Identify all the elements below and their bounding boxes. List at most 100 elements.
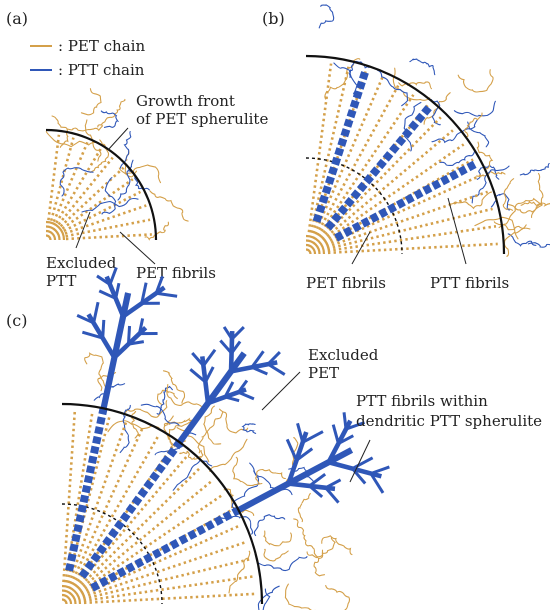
dendrite-branch: [140, 282, 148, 304]
panel-a-pet-fibrils: [45, 134, 152, 241]
pet-core-ring: [45, 225, 61, 241]
panel-b-pet-fibrils: [305, 63, 498, 255]
pet-chain: [297, 492, 311, 523]
panel-a-excluded-leader: [75, 211, 91, 249]
ptt-chain: [507, 233, 537, 247]
panel-a-growth-front: [45, 128, 158, 241]
panel-c-excluded-leader: [261, 371, 301, 411]
dendrite-branch: [345, 421, 366, 431]
dendrite-branch: [296, 422, 305, 443]
pet-fibril: [327, 224, 497, 253]
dendrite-branch: [267, 362, 286, 376]
pet-chain: [66, 125, 103, 132]
dendrite-branch: [204, 366, 215, 383]
dendrite-branch: [191, 351, 205, 367]
panel-a-excluded-line1: Excluded: [46, 254, 117, 272]
pet-fibril: [71, 435, 160, 586]
dendrite-branch: [302, 430, 324, 444]
pet-fibril: [326, 190, 489, 249]
panel-b-ptt-fibrils-leader: [447, 197, 467, 265]
pet-chain: [84, 352, 106, 388]
panel-b-ptt-fibrils: [312, 68, 480, 242]
pet-chain: [149, 190, 189, 222]
dendrite-branch: [76, 314, 95, 325]
panel-c-dendritic-ptt-spherulite: [76, 266, 390, 514]
dendrite-branch: [308, 472, 327, 488]
legend-pet-label: : PET chain: [58, 37, 145, 55]
panel-c-ptt-fibrils: [65, 407, 241, 592]
pet-core-ring: [61, 598, 68, 605]
ptt-fibril: [312, 68, 370, 223]
dendrite-branch: [230, 325, 245, 341]
dendrite-branch: [101, 319, 106, 339]
dendrite-branch: [295, 447, 314, 462]
dendrite-branch: [235, 447, 354, 514]
pet-core-ring: [305, 239, 321, 255]
pet-fibril: [320, 116, 442, 240]
pet-fibril: [83, 557, 252, 601]
panel-c-ptt-within-line1: PTT fibrils within: [356, 392, 488, 410]
panel-c-label: (c): [6, 311, 27, 330]
pet-chain: [293, 518, 319, 558]
pet-chain: [232, 456, 263, 487]
pet-fibril: [55, 148, 102, 224]
dendrite-branch: [219, 339, 233, 355]
dendrite-branch: [337, 434, 354, 445]
excluded-ptt-chain: [59, 167, 94, 197]
pet-chain: [89, 139, 110, 173]
pet-fibril: [309, 66, 350, 233]
pet-chain: [51, 115, 69, 148]
pet-chain: [107, 420, 160, 433]
pet-chain: [450, 191, 493, 210]
pet-chain: [218, 408, 249, 434]
pet-chain: [476, 141, 494, 170]
ptt-chain: [262, 588, 271, 610]
pet-chain: [97, 98, 126, 128]
excluded-ptt-chain: [117, 159, 134, 201]
pet-core-ring: [45, 220, 66, 241]
pet-fibril: [321, 129, 454, 241]
pet-chain: [474, 216, 519, 240]
ptt-fibril: [90, 506, 241, 592]
pet-chain: [197, 411, 224, 454]
dendrite-branch: [369, 472, 385, 494]
panel-a-fibrils-leader: [119, 231, 156, 265]
panel-a-growth-front-leader: [107, 127, 129, 151]
ptt-chain: [467, 121, 490, 148]
ptt-fibril: [324, 102, 434, 231]
panel-a-fibrils-label: PET fibrils: [136, 264, 216, 282]
panel-c-growth-front: [61, 402, 264, 605]
dendrite-branch: [324, 478, 342, 490]
ptt-chain: [140, 403, 180, 426]
ptt-chain: [431, 119, 478, 144]
ptt-chain: [377, 69, 409, 107]
pet-fibril: [317, 94, 415, 237]
dendrite-branch: [224, 395, 240, 403]
panel-b-diagram: PET fibrils PTT fibrils: [305, 4, 550, 292]
pet-chain: [464, 112, 483, 138]
dendrite-branch: [222, 326, 234, 340]
pet-core-ring: [61, 589, 77, 605]
pet-chain: [313, 549, 326, 577]
pet-fibril: [78, 479, 213, 592]
dendrite-branch: [328, 459, 382, 479]
ptt-chain: [527, 242, 550, 248]
dendrite-branch: [155, 291, 178, 298]
dendrite-branch: [96, 274, 111, 286]
ptt-chain: [258, 556, 308, 572]
panel-c-ptt-within-line2: dendritic PTT spherulite: [356, 412, 542, 430]
panel-c-ptt-within-leader: [349, 439, 371, 483]
ptt-fibril: [78, 439, 183, 579]
pet-core-ring: [305, 234, 326, 255]
ptt-chain: [231, 470, 260, 515]
pet-chain: [502, 178, 515, 211]
dendrite-branch: [137, 318, 145, 334]
pet-chain: [45, 131, 99, 148]
pet-core-ring: [45, 229, 57, 241]
panel-c-excluded-line1: Excluded: [308, 346, 379, 364]
pet-chain: [223, 488, 255, 516]
ptt-chain: [333, 62, 358, 103]
ptt-chain: [519, 163, 550, 176]
dendrite-branch: [114, 282, 121, 299]
